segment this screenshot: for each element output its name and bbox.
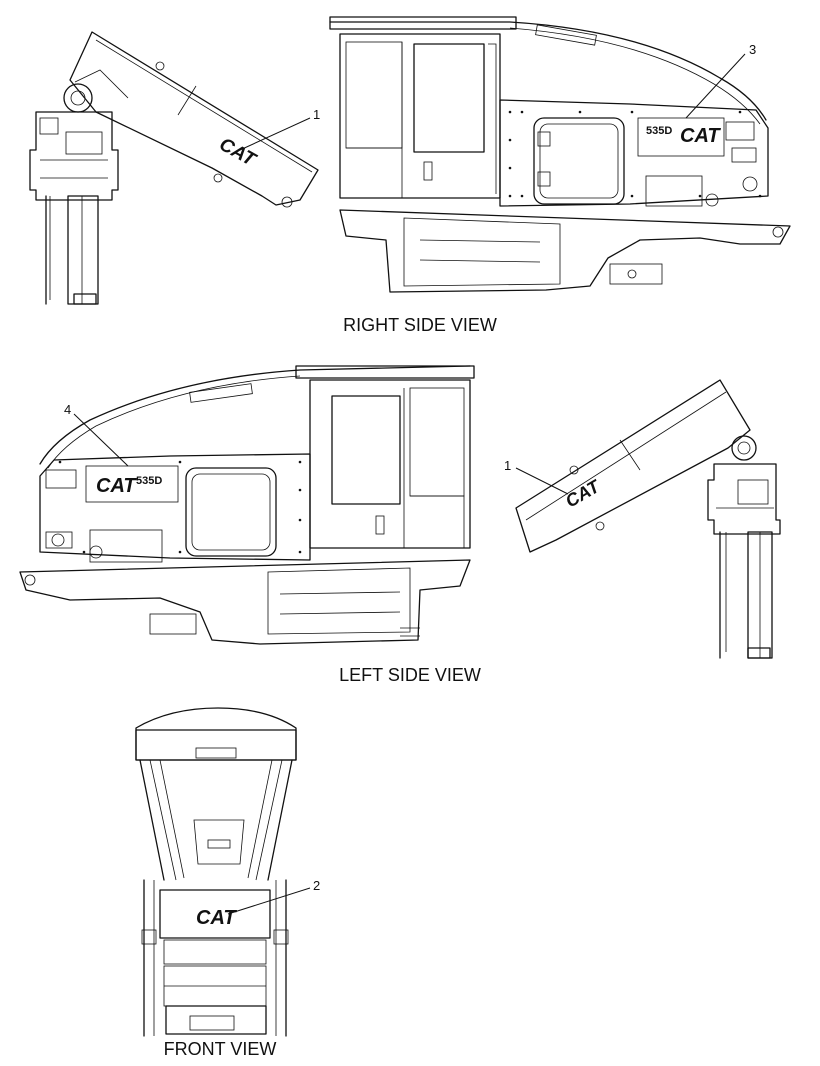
callout-1-middle: 1 bbox=[504, 458, 511, 473]
callout-2: 2 bbox=[313, 878, 320, 893]
callout-4: 4 bbox=[64, 402, 71, 417]
boom-arm-middle: CAT bbox=[515, 379, 781, 659]
right-side-view-label: RIGHT SIDE VIEW bbox=[343, 315, 497, 335]
boom-arm-top: CAT bbox=[29, 31, 319, 305]
cat-logo-boom-middle: CAT bbox=[562, 475, 605, 511]
cat-logo-decal: CAT bbox=[216, 134, 260, 171]
callout-3: 3 bbox=[749, 42, 756, 57]
front-view-label: FRONT VIEW bbox=[164, 1039, 277, 1059]
left-side-view-drawing: CAT 535D bbox=[19, 365, 475, 645]
right-side-view-drawing: 535D CAT bbox=[329, 16, 791, 293]
callout-1-top: 1 bbox=[313, 107, 320, 122]
model-decal-left: 535D bbox=[136, 475, 162, 487]
front-view-drawing: CAT bbox=[135, 707, 297, 1037]
cat-logo-right: CAT bbox=[680, 125, 721, 147]
cat-logo-left: CAT bbox=[96, 475, 137, 497]
left-side-view-label: LEFT SIDE VIEW bbox=[339, 665, 481, 685]
model-decal-right: 535D bbox=[646, 125, 672, 137]
cat-logo-front: CAT bbox=[196, 907, 237, 929]
